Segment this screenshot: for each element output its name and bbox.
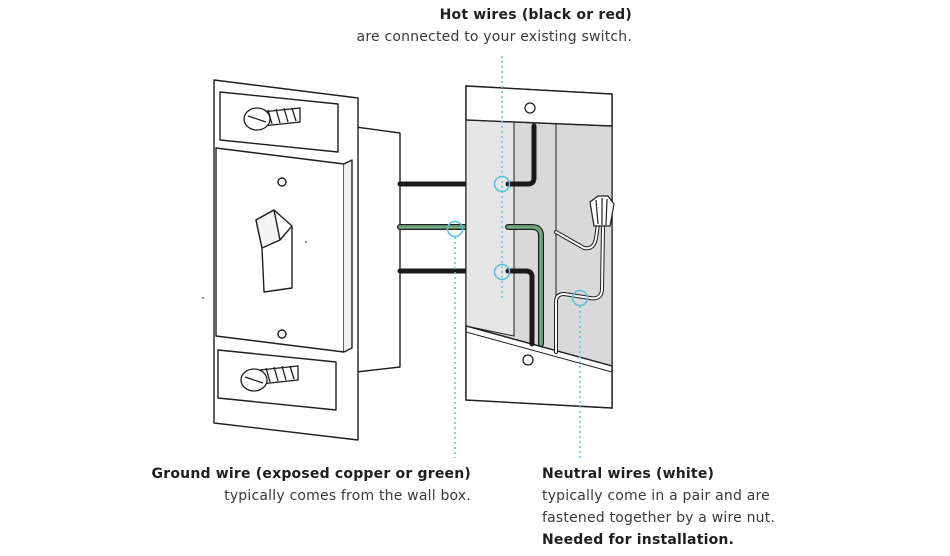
stray-dot bbox=[202, 297, 204, 299]
switch-back-box bbox=[355, 126, 401, 373]
hot-wires-label: Hot wires (black or red) are connected t… bbox=[357, 4, 632, 48]
ground-wire-label: Ground wire (exposed copper or green) ty… bbox=[152, 463, 471, 507]
neutral-wires-emphasis: Needed for installation. bbox=[542, 532, 735, 548]
switch-screw-hole-bottom bbox=[277, 329, 287, 339]
hot-callout-circle-bottom bbox=[493, 263, 511, 281]
wire-nut-icon bbox=[589, 195, 615, 227]
box-screw-hole-top bbox=[524, 102, 536, 114]
neutral-wires-description-line1: typically come in a pair and are bbox=[542, 488, 770, 504]
wall-box-bottom-lip bbox=[465, 325, 613, 409]
box-screw-hole-bottom bbox=[522, 354, 534, 366]
ground-wire-inside-fill bbox=[506, 225, 543, 346]
neutral-wires-title: Neutral wires (white) bbox=[542, 466, 715, 482]
neutral-wires-description-line2: fastened together by a wire nut. bbox=[542, 510, 776, 526]
switch-body-edge bbox=[343, 159, 353, 353]
screw-icon bbox=[243, 107, 301, 131]
ground-wire-description: typically comes from the wall box. bbox=[224, 488, 471, 504]
wall-box-top-lip bbox=[465, 85, 613, 127]
ground-callout-circle bbox=[446, 220, 464, 238]
switch-screw-hole-top bbox=[277, 177, 287, 187]
hot-callout-circle-top bbox=[493, 175, 511, 193]
neutral-wire-a bbox=[555, 223, 599, 250]
light-switch bbox=[213, 79, 401, 441]
hot-wires-title: Hot wires (black or red) bbox=[439, 7, 632, 23]
screw-icon bbox=[240, 365, 299, 392]
neutral-callout-circle bbox=[571, 289, 589, 307]
hot-wires-description: are connected to your existing switch. bbox=[356, 29, 632, 45]
hot-wire-top-inside bbox=[505, 123, 537, 187]
toggle-lever-icon bbox=[255, 209, 293, 293]
stray-dot bbox=[305, 241, 307, 243]
neutral-wire-b bbox=[555, 225, 604, 353]
callouts bbox=[446, 56, 589, 458]
hot-wire-bottom-inside bbox=[505, 268, 535, 347]
ground-wire-title: Ground wire (exposed copper or green) bbox=[151, 466, 471, 482]
box-wires bbox=[505, 123, 605, 354]
neutral-wires-label: Neutral wires (white) typically come in … bbox=[542, 463, 775, 551]
